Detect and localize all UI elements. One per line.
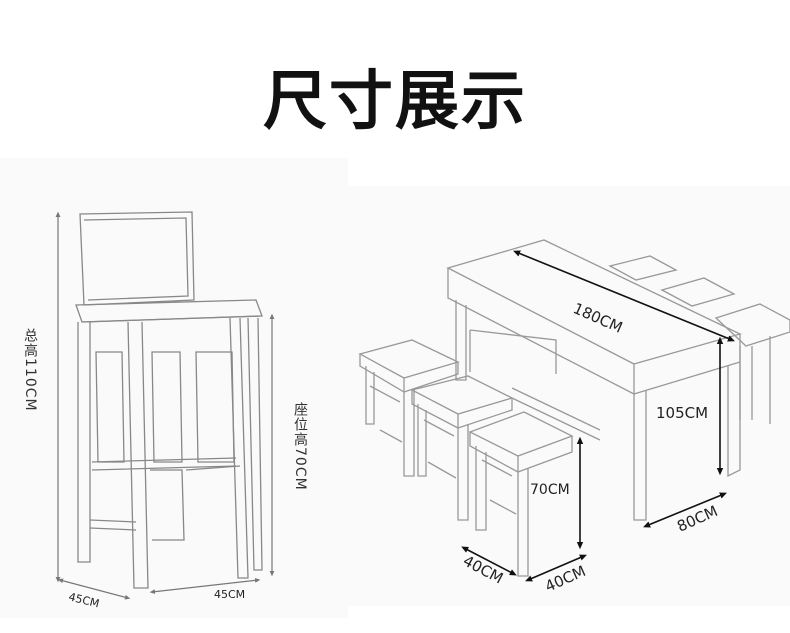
stool-set-width-label: 40CM — [542, 562, 588, 596]
table-dimension-lines — [461, 250, 735, 582]
bar-stool-drawing — [75, 211, 263, 589]
bar-table-drawing — [358, 239, 790, 577]
stool-seat-height-label: 座位高70CM — [292, 402, 308, 491]
table-length-label: 180CM — [570, 299, 625, 337]
stool-width-label: 45CM — [214, 588, 245, 601]
stool-dimension-lines — [55, 211, 275, 600]
stool-total-height-label: 总高110CM — [22, 328, 38, 412]
page-title: 尺寸展示 — [263, 64, 527, 139]
stool-set-depth-label: 40CM — [460, 552, 506, 588]
table-height-label: 105CM — [656, 404, 708, 422]
table-depth-label: 80CM — [674, 502, 720, 536]
stool-set-height-label: 70CM — [530, 482, 570, 498]
stool-depth-label: 45CM — [67, 590, 100, 610]
